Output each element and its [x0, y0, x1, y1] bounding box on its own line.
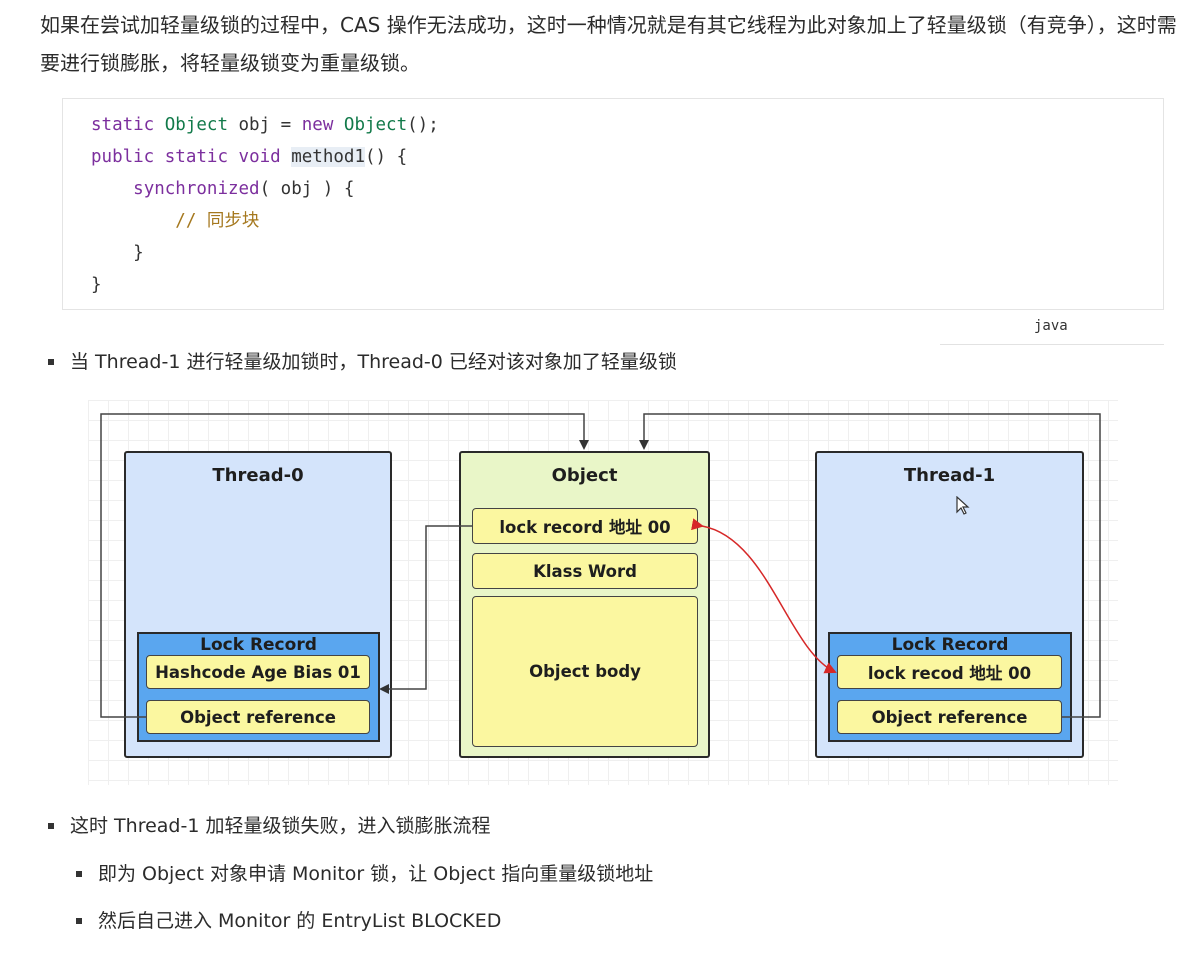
thread-1-object-reference-cell: Object reference — [837, 700, 1062, 734]
thread-1-title: Thread-1 — [903, 465, 996, 486]
code-line-5: } — [133, 243, 144, 263]
thread-1-lock-record-title: Lock Record — [891, 635, 1009, 655]
bullet-item-2: 这时 Thread-1 加轻量级锁失败，进入锁膨胀流程 — [48, 813, 491, 839]
diagram-connectors — [100, 413, 1101, 718]
bullet-marker — [48, 823, 54, 829]
thread-0-title: Thread-0 — [212, 465, 304, 486]
bullet-item-1: 当 Thread-1 进行轻量级加锁时，Thread-0 已经对该对象加了轻量级… — [48, 349, 677, 375]
thread-1-lock-record-address-cell: lock recod 地址 00 — [837, 655, 1062, 689]
bullet-marker — [76, 871, 82, 877]
thread-0-object-reference-cell: Object reference — [146, 700, 370, 734]
bullet-text: 这时 Thread-1 加轻量级锁失败，进入锁膨胀流程 — [70, 815, 491, 837]
code-language-divider — [940, 344, 1164, 345]
lock-inflation-diagram: Thread-0 Lock Record Hashcode Age Bias 0… — [88, 400, 1118, 785]
code-block[interactable]: static Object obj = new Object(); public… — [62, 98, 1164, 310]
object-to-thread-0-lock-record-arrow — [379, 525, 472, 694]
code-line-4: // 同步块 — [175, 211, 260, 231]
intro-paragraph: 如果在尝试加轻量级锁的过程中，CAS 操作无法成功，这时一种情况就是有其它线程为… — [40, 13, 1177, 75]
bullet-marker — [48, 359, 54, 365]
mouse-cursor-icon — [956, 496, 970, 515]
code-line-2: public static void method1() { — [91, 147, 408, 167]
thread-0-reference-arrow — [100, 413, 589, 718]
code-line-6: } — [91, 275, 102, 295]
object-mark-word-cell: lock record 地址 00 — [472, 508, 698, 544]
sub-bullet-item-1: 即为 Object 对象申请 Monitor 锁，让 Object 指向重量级锁… — [76, 861, 654, 887]
bullet-text: 当 Thread-1 进行轻量级加锁时，Thread-0 已经对该对象加了轻量级… — [70, 351, 677, 373]
sub-bullet-item-2: 然后自己进入 Monitor 的 EntryList BLOCKED — [76, 908, 502, 934]
bullet-marker — [76, 918, 82, 924]
code-language-label: java — [1034, 318, 1068, 334]
object-title: Object — [551, 465, 618, 486]
bullet-text: 即为 Object 对象申请 Monitor 锁，让 Object 指向重量级锁… — [98, 863, 654, 885]
code-line-3: synchronized( obj ) { — [133, 179, 355, 199]
cas-exchange-arrow — [691, 518, 837, 674]
thread-0-lock-record-title: Lock Record — [200, 635, 317, 655]
thread-0-mark-word-cell: Hashcode Age Bias 01 — [146, 655, 370, 689]
code-line-1: static Object obj = new Object(); — [91, 115, 439, 135]
thread-1-reference-arrow — [639, 413, 1101, 718]
object-body-cell: Object body — [472, 596, 698, 747]
bullet-text: 然后自己进入 Monitor 的 EntryList BLOCKED — [98, 910, 502, 932]
object-klass-word-cell: Klass Word — [472, 553, 698, 589]
